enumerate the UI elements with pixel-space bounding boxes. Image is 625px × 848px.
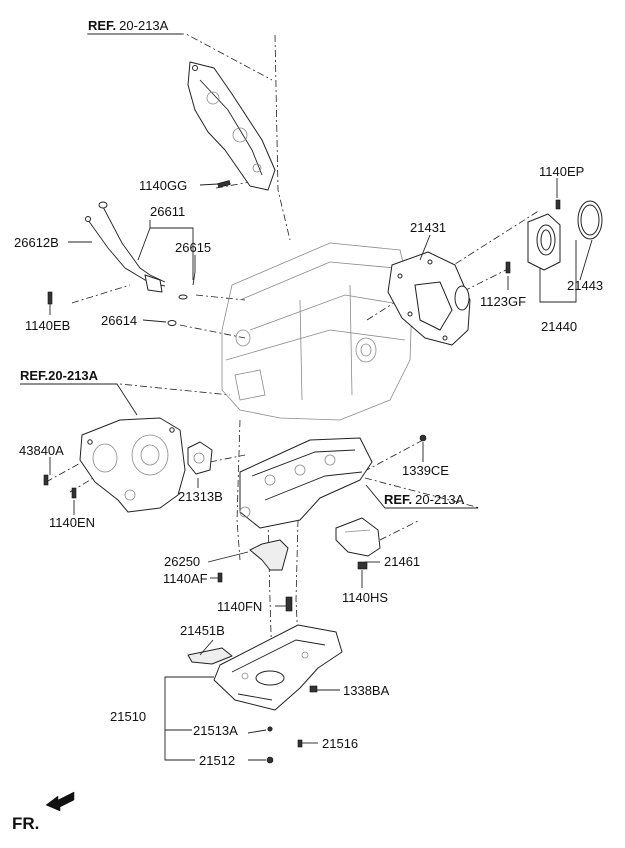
oil-strainer-part [249, 539, 289, 571]
front-arrow-icon [45, 791, 75, 812]
label-1140EP: 1140EP [539, 164, 584, 179]
label-26250: 26250 [164, 554, 200, 569]
label-21431: 21431 [410, 220, 446, 235]
ref-label-left[interactable]: REF.20-213A [20, 368, 99, 383]
label-1338BA: 1338BA [343, 683, 390, 698]
label-21313B: 21313B [178, 489, 223, 504]
rear-seal-case-part [527, 200, 603, 271]
label-1140EN: 1140EN [49, 515, 95, 530]
front-cover-part [79, 417, 186, 513]
front-direction-marker: FR. [12, 791, 75, 833]
label-1140HS: 1140HS [342, 590, 388, 605]
ref-label-top[interactable]: REF.20-213A [88, 18, 169, 33]
label-1123GF: 1123GF [480, 294, 526, 309]
label-1140FN: 1140FN [217, 599, 262, 614]
ref-label-right[interactable]: REF.20-213A [384, 492, 465, 507]
label-21516: 21516 [322, 736, 358, 751]
label-26612B: 26612B [14, 235, 59, 250]
bolts [43, 180, 561, 764]
part-labels: 1140GG 26611 26612B 26615 1140EB 26614 1… [14, 164, 603, 768]
label-21451B: 21451B [180, 623, 225, 638]
timing-cover-part [187, 61, 276, 191]
label-21510: 21510 [110, 709, 146, 724]
label-26611: 26611 [150, 204, 185, 219]
label-1140AF: 1140AF [163, 571, 208, 586]
front-label: FR. [12, 814, 39, 833]
oil-pressure-part [187, 441, 213, 475]
label-26614: 26614 [101, 313, 137, 328]
label-43840A: 43840A [19, 443, 64, 458]
label-1140EB: 1140EB [25, 318, 70, 333]
upper-oil-pan-part [239, 437, 373, 529]
label-26615: 26615 [175, 240, 211, 255]
backing-plate-part [387, 251, 471, 346]
baffle-part [187, 647, 233, 665]
oil-dipstick-part [85, 201, 188, 326]
lower-oil-pan-part [213, 624, 343, 711]
leader-lines [20, 33, 593, 761]
bracket-part [335, 517, 381, 557]
label-1339CE: 1339CE [402, 463, 449, 478]
label-21440: 21440 [541, 319, 577, 334]
engine-block [221, 242, 413, 421]
label-21443: 21443 [567, 278, 603, 293]
label-1140GG: 1140GG [139, 178, 187, 193]
label-21513A: 21513A [193, 723, 238, 738]
label-21512: 21512 [199, 753, 235, 768]
label-21461: 21461 [384, 554, 420, 569]
